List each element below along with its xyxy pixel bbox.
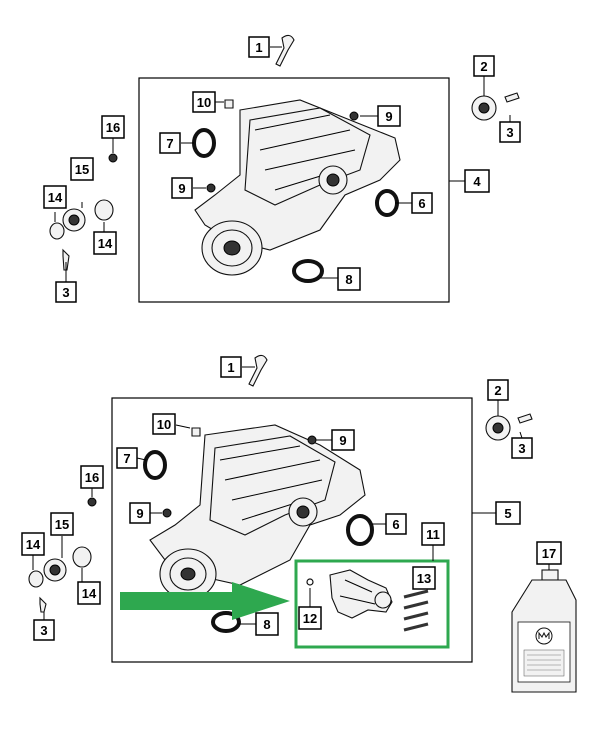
svg-text:4: 4 [473, 174, 481, 189]
svg-text:14: 14 [98, 236, 113, 251]
callout-4-top: 4 [464, 169, 490, 193]
svg-text:8: 8 [263, 617, 270, 632]
differential-housing-top [194, 99, 401, 251]
svg-text:2: 2 [494, 383, 501, 398]
svg-text:1: 1 [227, 360, 234, 375]
callout-3-bottom-right: 3 [511, 437, 533, 459]
mount-bolt-right-top [471, 92, 520, 121]
svg-text:9: 9 [385, 109, 392, 124]
callout-3-top-right: 3 [499, 121, 521, 143]
differential-housing-bottom [149, 424, 366, 586]
svg-text:16: 16 [85, 470, 99, 485]
svg-text:3: 3 [40, 623, 47, 638]
callout-14-bottom-right: 14 [77, 581, 101, 605]
callout-11-bottom: 11 [421, 522, 445, 546]
callout-13-bottom: 13 [412, 566, 436, 590]
callout-9-top-right: 9 [377, 105, 401, 127]
pinion-seal-bottom [211, 611, 241, 633]
svg-text:8: 8 [345, 272, 352, 287]
pinion-flange-top [201, 220, 263, 276]
callout-1-top: 1 [248, 36, 270, 58]
svg-text:16: 16 [106, 120, 120, 135]
vent-top [224, 99, 234, 109]
callout-3-top-left: 3 [55, 281, 77, 303]
breather-top [275, 34, 295, 67]
svg-text:10: 10 [197, 95, 211, 110]
callout-14-bottom-left: 14 [21, 532, 45, 556]
gear-oil-bottle [511, 569, 577, 693]
actuator-kit-highlight [294, 559, 450, 649]
callout-2-top: 2 [473, 55, 495, 77]
callout-17-bottom: 17 [536, 541, 562, 565]
svg-text:3: 3 [506, 125, 513, 140]
svg-text:7: 7 [123, 451, 130, 466]
svg-text:6: 6 [418, 196, 425, 211]
callout-6-bottom: 6 [385, 513, 407, 535]
svg-text:9: 9 [178, 181, 185, 196]
leader-lines-top [54, 46, 511, 282]
plug-small-top [206, 111, 359, 193]
leader-lines-bottom [32, 366, 523, 625]
svg-text:1: 1 [255, 40, 262, 55]
svg-text:12: 12 [303, 611, 317, 626]
callout-14-top-right: 14 [93, 231, 117, 255]
svg-text:3: 3 [518, 441, 525, 456]
callout-15-bottom: 15 [50, 512, 74, 536]
callout-16-top: 16 [101, 115, 125, 139]
assembly-frame-top [138, 77, 450, 303]
svg-text:9: 9 [136, 506, 143, 521]
callout-7-top: 7 [159, 132, 181, 154]
axle-seal-right-bottom [346, 514, 374, 546]
svg-text:14: 14 [48, 190, 63, 205]
svg-text:10: 10 [157, 417, 171, 432]
svg-text:6: 6 [392, 517, 399, 532]
callout-16-bottom: 16 [80, 465, 104, 489]
callout-10-bottom: 10 [152, 413, 176, 435]
svg-text:14: 14 [82, 586, 97, 601]
mount-bushing-top [49, 153, 118, 271]
plug-small-bottom [162, 435, 317, 518]
callout-8-bottom: 8 [255, 612, 279, 636]
callout-6-top: 6 [411, 192, 433, 214]
mount-bolt-right-bottom [485, 413, 533, 441]
vent-bottom [191, 427, 201, 437]
svg-text:2: 2 [480, 59, 487, 74]
mount-bushing-bottom [28, 497, 97, 613]
callout-15-top: 15 [70, 157, 94, 181]
callout-10-top: 10 [192, 91, 216, 113]
svg-text:5: 5 [504, 506, 511, 521]
callout-1-bottom: 1 [220, 356, 242, 378]
svg-text:11: 11 [426, 527, 440, 542]
svg-text:15: 15 [75, 162, 89, 177]
callout-14-top-left: 14 [43, 185, 67, 209]
callout-9-bottom-right: 9 [331, 429, 355, 451]
highlight-arrow [120, 582, 290, 620]
svg-text:15: 15 [55, 517, 69, 532]
callout-3-bottom-left: 3 [33, 619, 55, 641]
svg-text:13: 13 [417, 571, 431, 586]
svg-text:17: 17 [542, 546, 556, 561]
axle-seal-left-top [192, 128, 216, 158]
breather-bottom [248, 354, 268, 387]
axle-seal-left-bottom [143, 450, 167, 480]
callout-2-bottom: 2 [487, 379, 509, 401]
callout-9-top-left: 9 [171, 177, 193, 199]
svg-text:14: 14 [26, 537, 41, 552]
callout-12-bottom: 12 [298, 606, 322, 630]
callout-5-bottom: 5 [495, 501, 521, 525]
callout-9-bottom-left: 9 [129, 502, 151, 524]
svg-text:7: 7 [166, 136, 173, 151]
svg-text:3: 3 [62, 285, 69, 300]
actuator-kit [306, 569, 429, 632]
svg-text:9: 9 [339, 433, 346, 448]
axle-seal-right-top [375, 189, 399, 217]
pinion-seal-top [292, 259, 324, 283]
pinion-flange-bottom [159, 548, 217, 600]
callout-7-bottom: 7 [116, 447, 138, 469]
assembly-frame-bottom [111, 397, 473, 663]
callout-8-top: 8 [337, 267, 361, 291]
